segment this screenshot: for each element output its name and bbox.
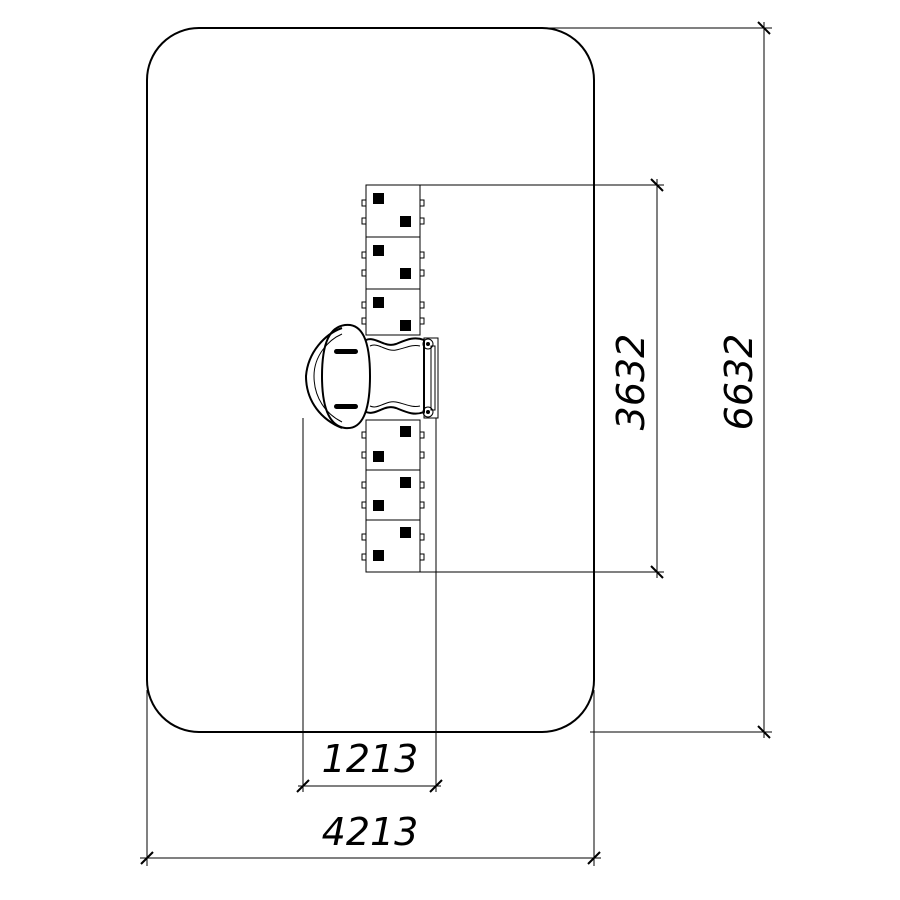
- dimension-equipment-length: 3632: [420, 178, 664, 579]
- central-platform: [365, 337, 439, 419]
- dimension-overall-length: 6632: [545, 21, 772, 739]
- dimension-label-overall-length: 6632: [717, 334, 761, 431]
- dimension-overall-width: 4213: [140, 690, 601, 866]
- safety-zone-outline: [146, 27, 595, 733]
- seat-element: [304, 323, 372, 430]
- dimension-label-equipment-width: 1213: [322, 737, 419, 781]
- playground-equipment: [304, 184, 439, 573]
- dimension-label-overall-width: 4213: [322, 810, 419, 854]
- dimension-label-equipment-length: 3632: [609, 334, 653, 431]
- bottom-panel-stack: [361, 419, 425, 573]
- top-panel-stack: [361, 184, 425, 336]
- dimension-equipment-width: 1213: [296, 418, 443, 793]
